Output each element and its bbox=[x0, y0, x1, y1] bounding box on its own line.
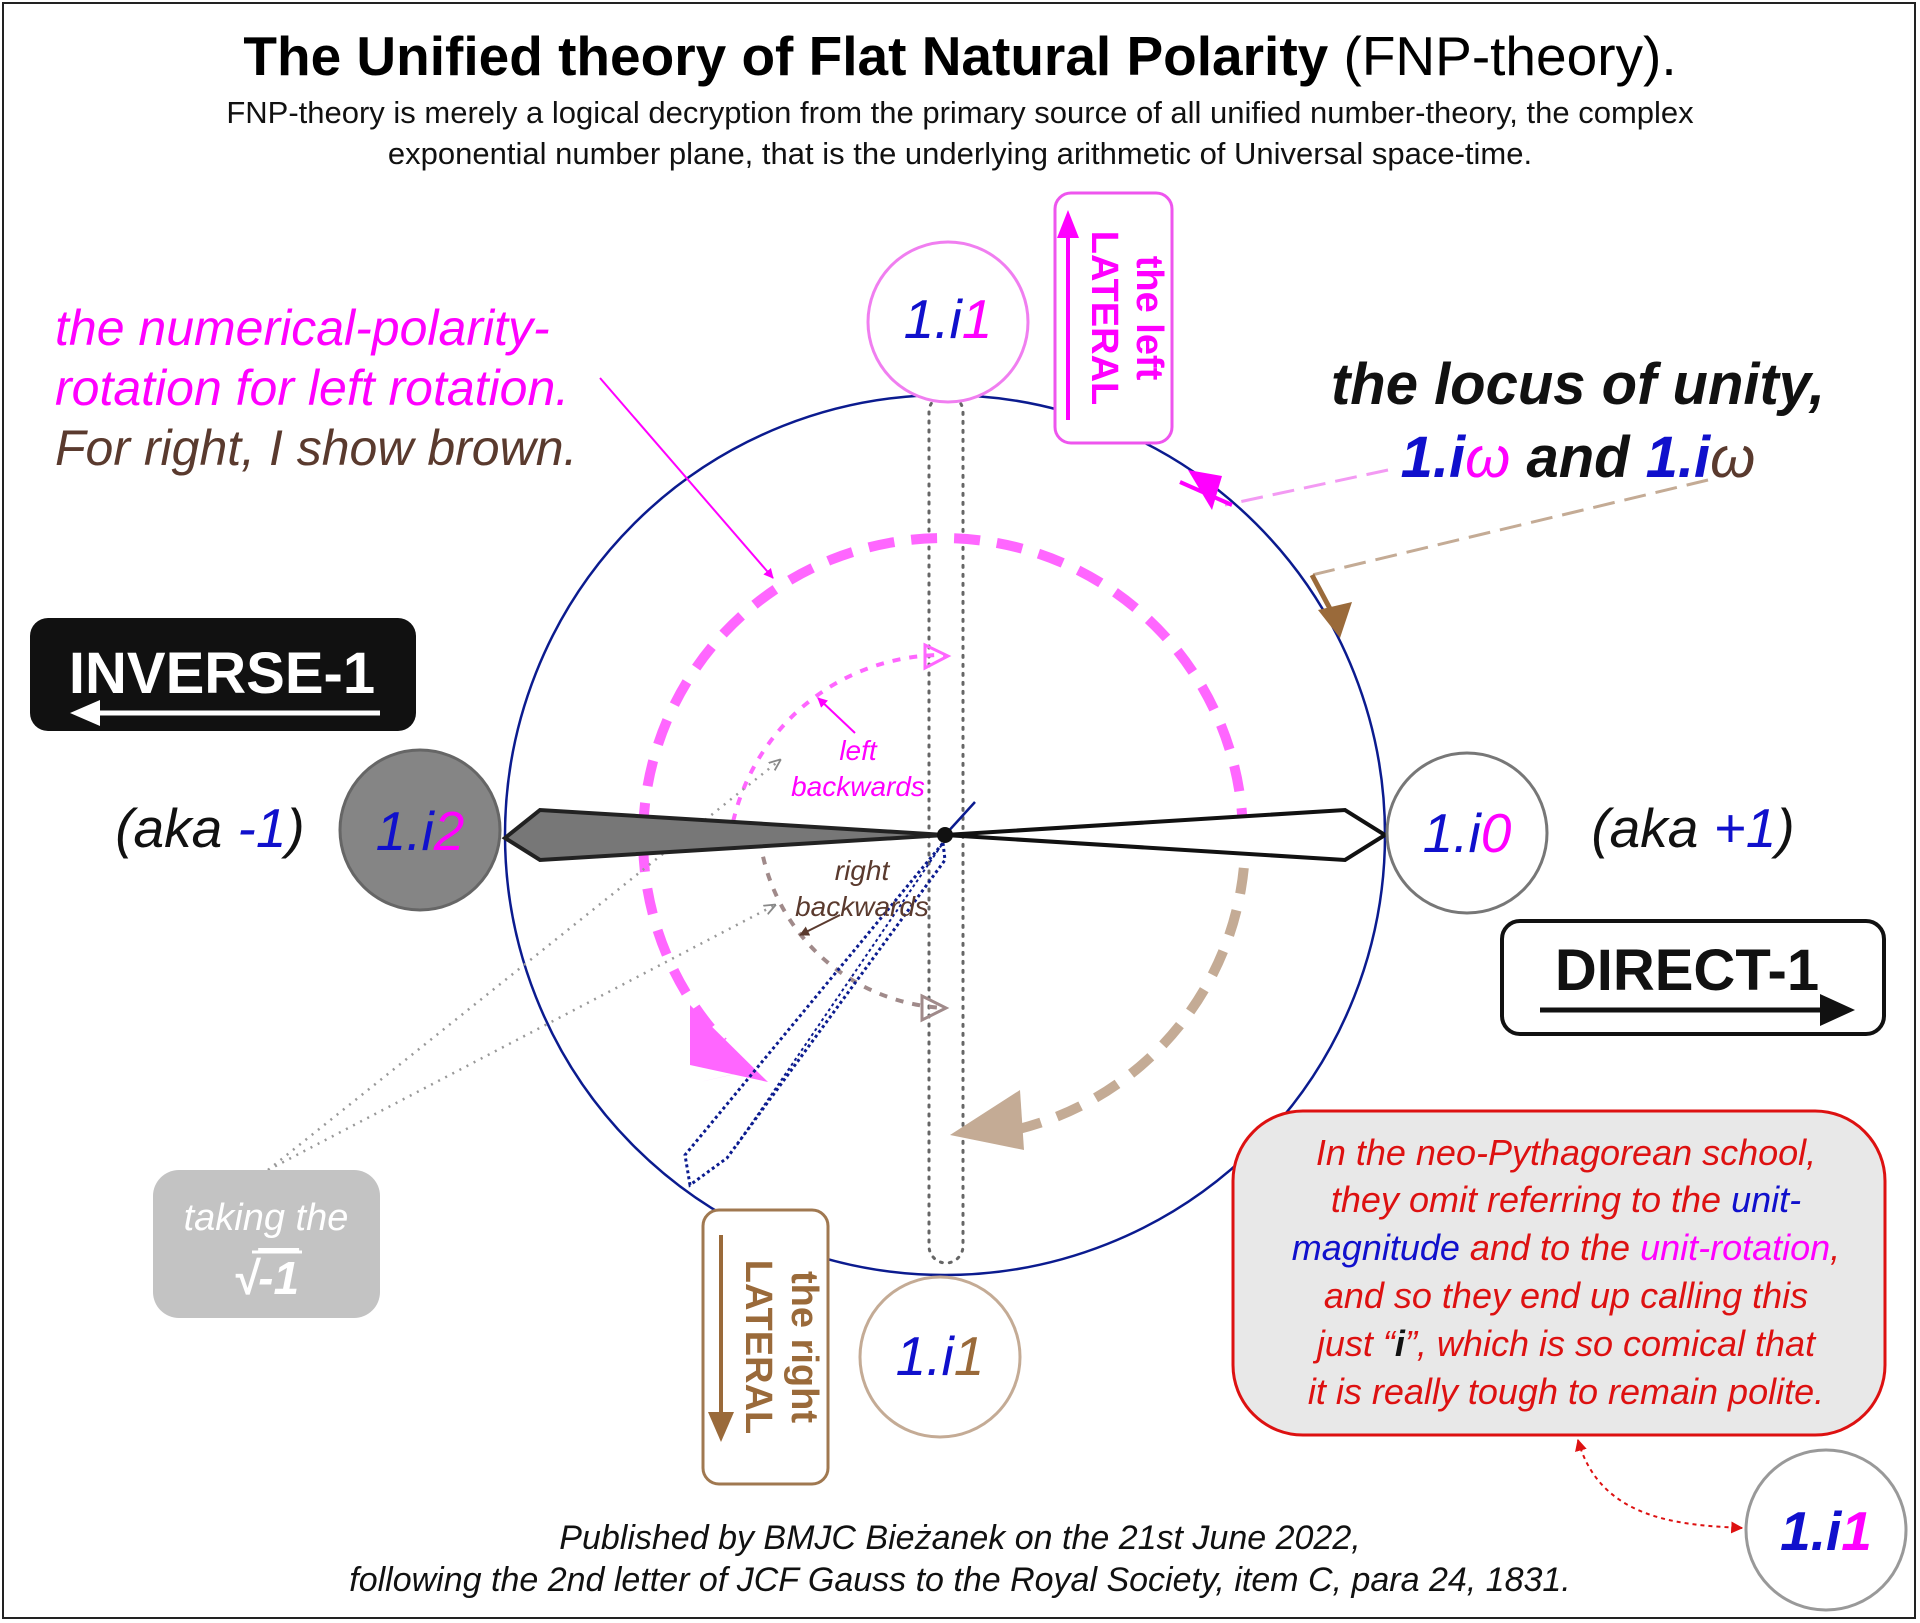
right-rotation-arrowhead bbox=[950, 1090, 1024, 1150]
locus-magenta-arrowhead bbox=[1188, 470, 1222, 510]
left-lateral-line-1: the left bbox=[1128, 256, 1170, 381]
neo-note-box bbox=[1231, 1109, 1887, 1437]
locus-line-1: the locus of unity, bbox=[1331, 352, 1825, 417]
left-rotation-arc bbox=[638, 533, 1248, 1046]
left-backwards-line-2: backwards bbox=[791, 771, 925, 802]
corner-point-circle bbox=[1744, 1448, 1908, 1612]
right-backwards-pointer bbox=[799, 914, 841, 936]
left-point-label: 1.i2 bbox=[376, 800, 465, 862]
aka-minus-one: (aka -1) bbox=[115, 797, 305, 859]
diagonal-needle bbox=[683, 839, 947, 1188]
inverse-arrow-head bbox=[70, 700, 100, 726]
neo-note-pointer bbox=[1575, 1438, 1744, 1534]
bottom-point-label: 1.i1 bbox=[896, 1325, 985, 1387]
left-point-circle bbox=[338, 748, 502, 912]
neo-note-line-5: just “i”, which is so comical that bbox=[1312, 1323, 1817, 1364]
neo-note-line-2: they omit referring to the unit- bbox=[1331, 1179, 1801, 1220]
right-lateral-line-2: LATERAL bbox=[737, 1260, 779, 1435]
inverse-box bbox=[30, 618, 416, 731]
top-point-label: 1.i1 bbox=[904, 288, 993, 350]
diagonal-needle-spine bbox=[734, 839, 946, 1149]
origin-dot bbox=[937, 827, 953, 843]
footer-line-1: Published by BMJC Bieżanek on the 21st J… bbox=[559, 1519, 1360, 1557]
diagram-title: The Unified theory of Flat Natural Polar… bbox=[243, 25, 1676, 87]
left-note-line-3: For right, I show brown. bbox=[55, 420, 577, 476]
right-backwards-arc bbox=[758, 839, 946, 1010]
sqrt-box bbox=[153, 1170, 380, 1318]
subtitle-line-2: exponential number plane, that is the un… bbox=[388, 136, 1532, 171]
left-lateral-arrow-head bbox=[1057, 210, 1079, 238]
neo-note-line-3: magnitude and to the unit-rotation, bbox=[1292, 1227, 1840, 1268]
right-backwards-line-2: backwards bbox=[795, 891, 929, 922]
direct-arrow-head bbox=[1820, 994, 1855, 1026]
subtitle-line-1: FNP-theory is merely a logical decryptio… bbox=[226, 95, 1694, 130]
left-backwards-pointer bbox=[817, 697, 856, 734]
left-backwards-arrowhead bbox=[923, 642, 952, 671]
left-rotation-arrowhead-fill bbox=[690, 1005, 768, 1082]
top-point-circle bbox=[866, 240, 1030, 404]
left-lateral-box bbox=[1053, 191, 1174, 445]
locus-pointer-brown bbox=[1311, 478, 1709, 577]
right-lateral-arrow-head bbox=[708, 1412, 734, 1442]
left-note-pointer bbox=[599, 377, 774, 579]
neo-note-line-6: it is really tough to remain polite. bbox=[1308, 1371, 1824, 1412]
right-backwards-arrowhead bbox=[920, 993, 950, 1023]
neo-note-line-1: In the neo-Pythagorean school, bbox=[1316, 1132, 1816, 1173]
neo-note-line-4: and so they end up calling this bbox=[1324, 1275, 1808, 1316]
left-note-line-2: rotation for left rotation. bbox=[55, 360, 569, 416]
bottom-point-circle bbox=[858, 1275, 1022, 1439]
locus-pointer-magenta bbox=[1224, 468, 1389, 507]
direct-needle bbox=[944, 807, 1389, 863]
inverse-label: INVERSE-1 bbox=[69, 641, 375, 706]
footer-line-2: following the 2nd letter of JCF Gauss to… bbox=[349, 1561, 1571, 1599]
locus-line-2: 1.iω and 1.iω bbox=[1401, 425, 1756, 490]
left-backwards-line-1: left bbox=[839, 735, 878, 766]
right-lateral-line-1: the right bbox=[783, 1271, 825, 1423]
locus-magenta-shaft bbox=[1179, 480, 1233, 507]
locus-brown-arrowhead bbox=[1318, 602, 1352, 638]
left-backwards-arc bbox=[728, 652, 946, 839]
direct-box bbox=[1500, 919, 1886, 1036]
left-note-line-1: the numerical-polarity- bbox=[55, 300, 550, 356]
neo-note-text: In the neo-Pythagorean school, they omit… bbox=[1292, 1132, 1840, 1412]
right-backwards-line-1: right bbox=[835, 855, 891, 886]
sqrt-line-2: √-1 bbox=[233, 1252, 299, 1304]
direct-label: DIRECT-1 bbox=[1555, 938, 1819, 1003]
aka-plus-one: (aka +1) bbox=[1591, 797, 1794, 859]
sqrt-line-1: taking the bbox=[184, 1197, 349, 1239]
right-point-label: 1.i0 bbox=[1423, 802, 1512, 864]
inverse-needle bbox=[501, 807, 946, 863]
right-rotation-arc bbox=[1013, 824, 1251, 1135]
corner-point-label: 1.i1 bbox=[1780, 1500, 1872, 1562]
right-point-circle bbox=[1385, 751, 1549, 915]
right-lateral-box bbox=[701, 1208, 830, 1486]
left-lateral-line-2: LATERAL bbox=[1083, 231, 1125, 406]
